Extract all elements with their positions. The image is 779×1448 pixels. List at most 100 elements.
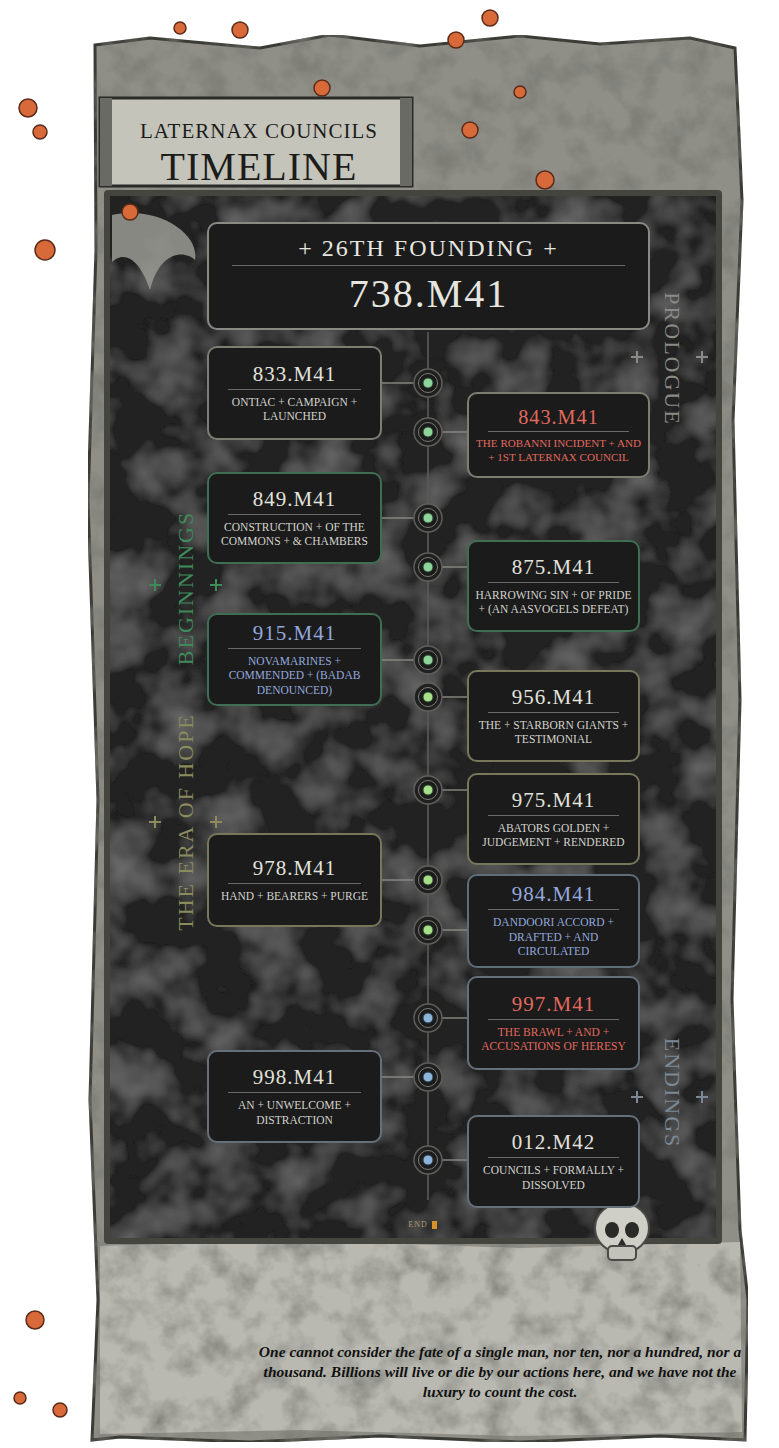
timeline-marker-part-part (423, 378, 433, 388)
section-label: BEGINNINGS (175, 511, 197, 665)
title-banner-part (100, 98, 112, 186)
skull-ornament-part (618, 1238, 626, 1245)
timeline-marker-part-part (419, 871, 438, 890)
title-banner-part (400, 98, 412, 186)
event-connector-part (442, 566, 467, 567)
timeline-marker-part-part (414, 504, 442, 532)
timeline-marker-part (414, 369, 442, 397)
event-description: COUNCILS + FORMALLY + DISSOLVED (475, 1163, 632, 1192)
stone-frame (88, 35, 748, 1442)
timeline-marker-part-part (419, 558, 438, 577)
skull-ornament-part (625, 1222, 639, 1238)
timeline-marker-part (414, 553, 442, 581)
event-date: 978.M41 (253, 857, 336, 880)
box-divider (228, 883, 362, 884)
timeline-marker-part-part (423, 692, 433, 702)
timeline-marker-part-part (414, 683, 442, 711)
timeline-marker-part-part (414, 418, 442, 446)
timeline-marker-part-part (423, 875, 433, 885)
section-label: ENDINGS (661, 1038, 683, 1149)
timeline-marker-part-part (423, 925, 433, 935)
timeline-marker-part (414, 916, 442, 944)
event-date: 833.M41 (253, 363, 336, 386)
timeline-marker-part-part (414, 369, 442, 397)
event-description: ONTIAC + CAMPAIGN + LAUNCHED (215, 395, 374, 424)
event-connector-part (442, 929, 467, 930)
orange-bulb-part (462, 122, 478, 138)
timeline-marker-part (414, 646, 442, 674)
stone-frame-part (110, 196, 716, 1238)
skull-ornament (595, 1203, 649, 1260)
event-connector-part (382, 1076, 414, 1077)
event-description: HAND + BEARERS + PURGE (221, 889, 368, 903)
timeline-marker-part-part (419, 781, 438, 800)
orange-bulb-part (26, 1311, 44, 1329)
timeline-marker-part-part (423, 1155, 433, 1165)
box-divider (488, 582, 620, 583)
event-description: THE BRAWL + AND + ACCUSATIONS OF HERESY (475, 1025, 632, 1054)
box-divider (488, 1157, 620, 1158)
timeline-marker-part-part (414, 916, 442, 944)
event-box: 978.M41HAND + BEARERS + PURGE (207, 833, 382, 927)
event-connector-part (442, 1017, 467, 1018)
timeline-marker-part-part (419, 921, 438, 940)
box-divider (488, 431, 628, 432)
event-description: THE ROBANNI INCIDENT + AND + 1ST LATERNA… (475, 437, 642, 465)
event-box: 012.M42COUNCILS + FORMALLY + DISSOLVED (467, 1115, 640, 1208)
event-date: 849.M41 (253, 488, 336, 511)
orange-bulb-part (448, 32, 464, 48)
timeline-marker-part-part (414, 776, 442, 804)
event-description: HARROWING SIN + OF PRIDE + (AN AASVOGELS… (475, 588, 632, 617)
event-connector-part (442, 696, 467, 697)
box-divider (228, 514, 362, 515)
section-label: THE ERA OF HOPE (175, 713, 197, 931)
founding-year: 738.M41 (349, 271, 509, 317)
timeline-spine-part (432, 1221, 437, 1229)
event-box: 998.M41AN + UNWELCOME + DISTRACTION (207, 1050, 382, 1143)
stone-frame-part (100, 1240, 742, 1436)
event-connector-part (382, 517, 414, 518)
event-box: 997.M41THE BRAWL + AND + ACCUSATIONS OF … (467, 976, 640, 1070)
timeline-marker-part-part (419, 651, 438, 670)
timeline-marker-part-part (423, 655, 433, 665)
box-divider (228, 1092, 362, 1093)
event-date: 975.M41 (512, 789, 595, 812)
event-description: AN + UNWELCOME + DISTRACTION (215, 1098, 374, 1127)
orange-bulb-part (122, 204, 138, 220)
timeline-marker-part (414, 418, 442, 446)
event-box: 975.M41ABATORS GOLDEN + JUDGEMENT + REND… (467, 773, 640, 865)
page-title: LATERNAX COUNCILS TIMELINE (114, 104, 404, 188)
box-divider (228, 648, 362, 649)
event-description: ABATORS GOLDEN + JUDGEMENT + RENDERED (475, 821, 632, 850)
timeline-marker-part (414, 1004, 442, 1032)
timeline-marker-part-part (414, 1004, 442, 1032)
event-description: THE + STARBORN GIANTS + TESTIMONIAL (475, 718, 632, 747)
skull-ornament-part (605, 1222, 619, 1238)
timeline-marker-part-part (423, 427, 433, 437)
timeline-marker-part-part (423, 513, 433, 523)
event-connector-part (442, 1159, 467, 1160)
stone-frame-part (88, 35, 748, 1442)
event-date: 997.M41 (512, 993, 595, 1016)
event-box: 984.M41DANDOORI ACCORD + DRAFTED + AND C… (467, 874, 640, 968)
event-date: 875.M41 (512, 556, 595, 579)
timeline-marker-part-part (423, 562, 433, 572)
event-connector-part (442, 789, 467, 790)
orange-bulb-part (35, 240, 55, 260)
section-label: PROLOGUE (661, 292, 683, 425)
timeline-marker-part-part (419, 688, 438, 707)
timeline-marker-part-part (414, 1146, 442, 1174)
timeline-marker-part-part (414, 553, 442, 581)
event-connector-part (382, 659, 414, 660)
timeline-marker-part-part (419, 509, 438, 528)
timeline-marker-part-part (423, 1013, 433, 1023)
event-date: 984.M41 (512, 883, 595, 906)
event-box: 849.M41CONSTRUCTION + OF THE COMMONS + &… (207, 472, 382, 564)
orange-bulb-part (19, 99, 37, 117)
section-plus (149, 351, 708, 1103)
timeline-marker-part-part (414, 1063, 442, 1091)
timeline-marker-part (414, 683, 442, 711)
event-date: 843.M41 (518, 406, 599, 428)
timeline-marker-part-part (419, 374, 438, 393)
